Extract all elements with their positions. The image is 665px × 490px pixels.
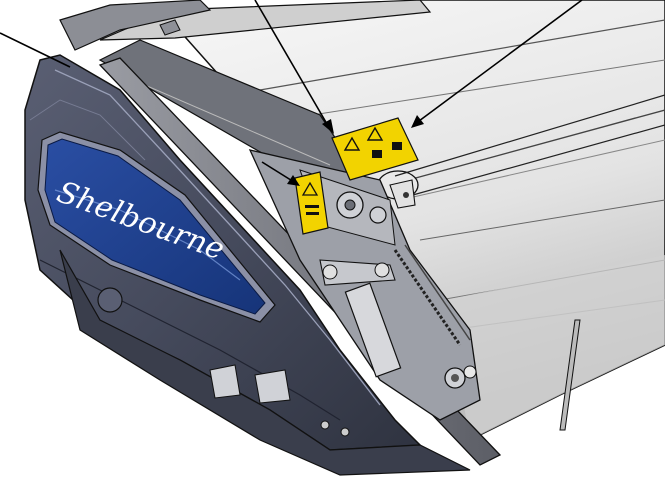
warning-decal-pair-upper: [331, 117, 419, 181]
leader-right: [411, 0, 583, 128]
arrowhead-icon: [322, 119, 334, 134]
arrowhead-icon: [411, 115, 424, 128]
leader-middle: [254, 0, 334, 134]
brand-logo-window: Shelbourne: [37, 131, 276, 323]
warning-decal-side-arm: [294, 171, 329, 235]
leader-side-arm: [261, 161, 300, 186]
arrowhead-icon: [287, 175, 300, 186]
leader-left: [0, 32, 71, 68]
top-fixtures: [159, 19, 581, 431]
